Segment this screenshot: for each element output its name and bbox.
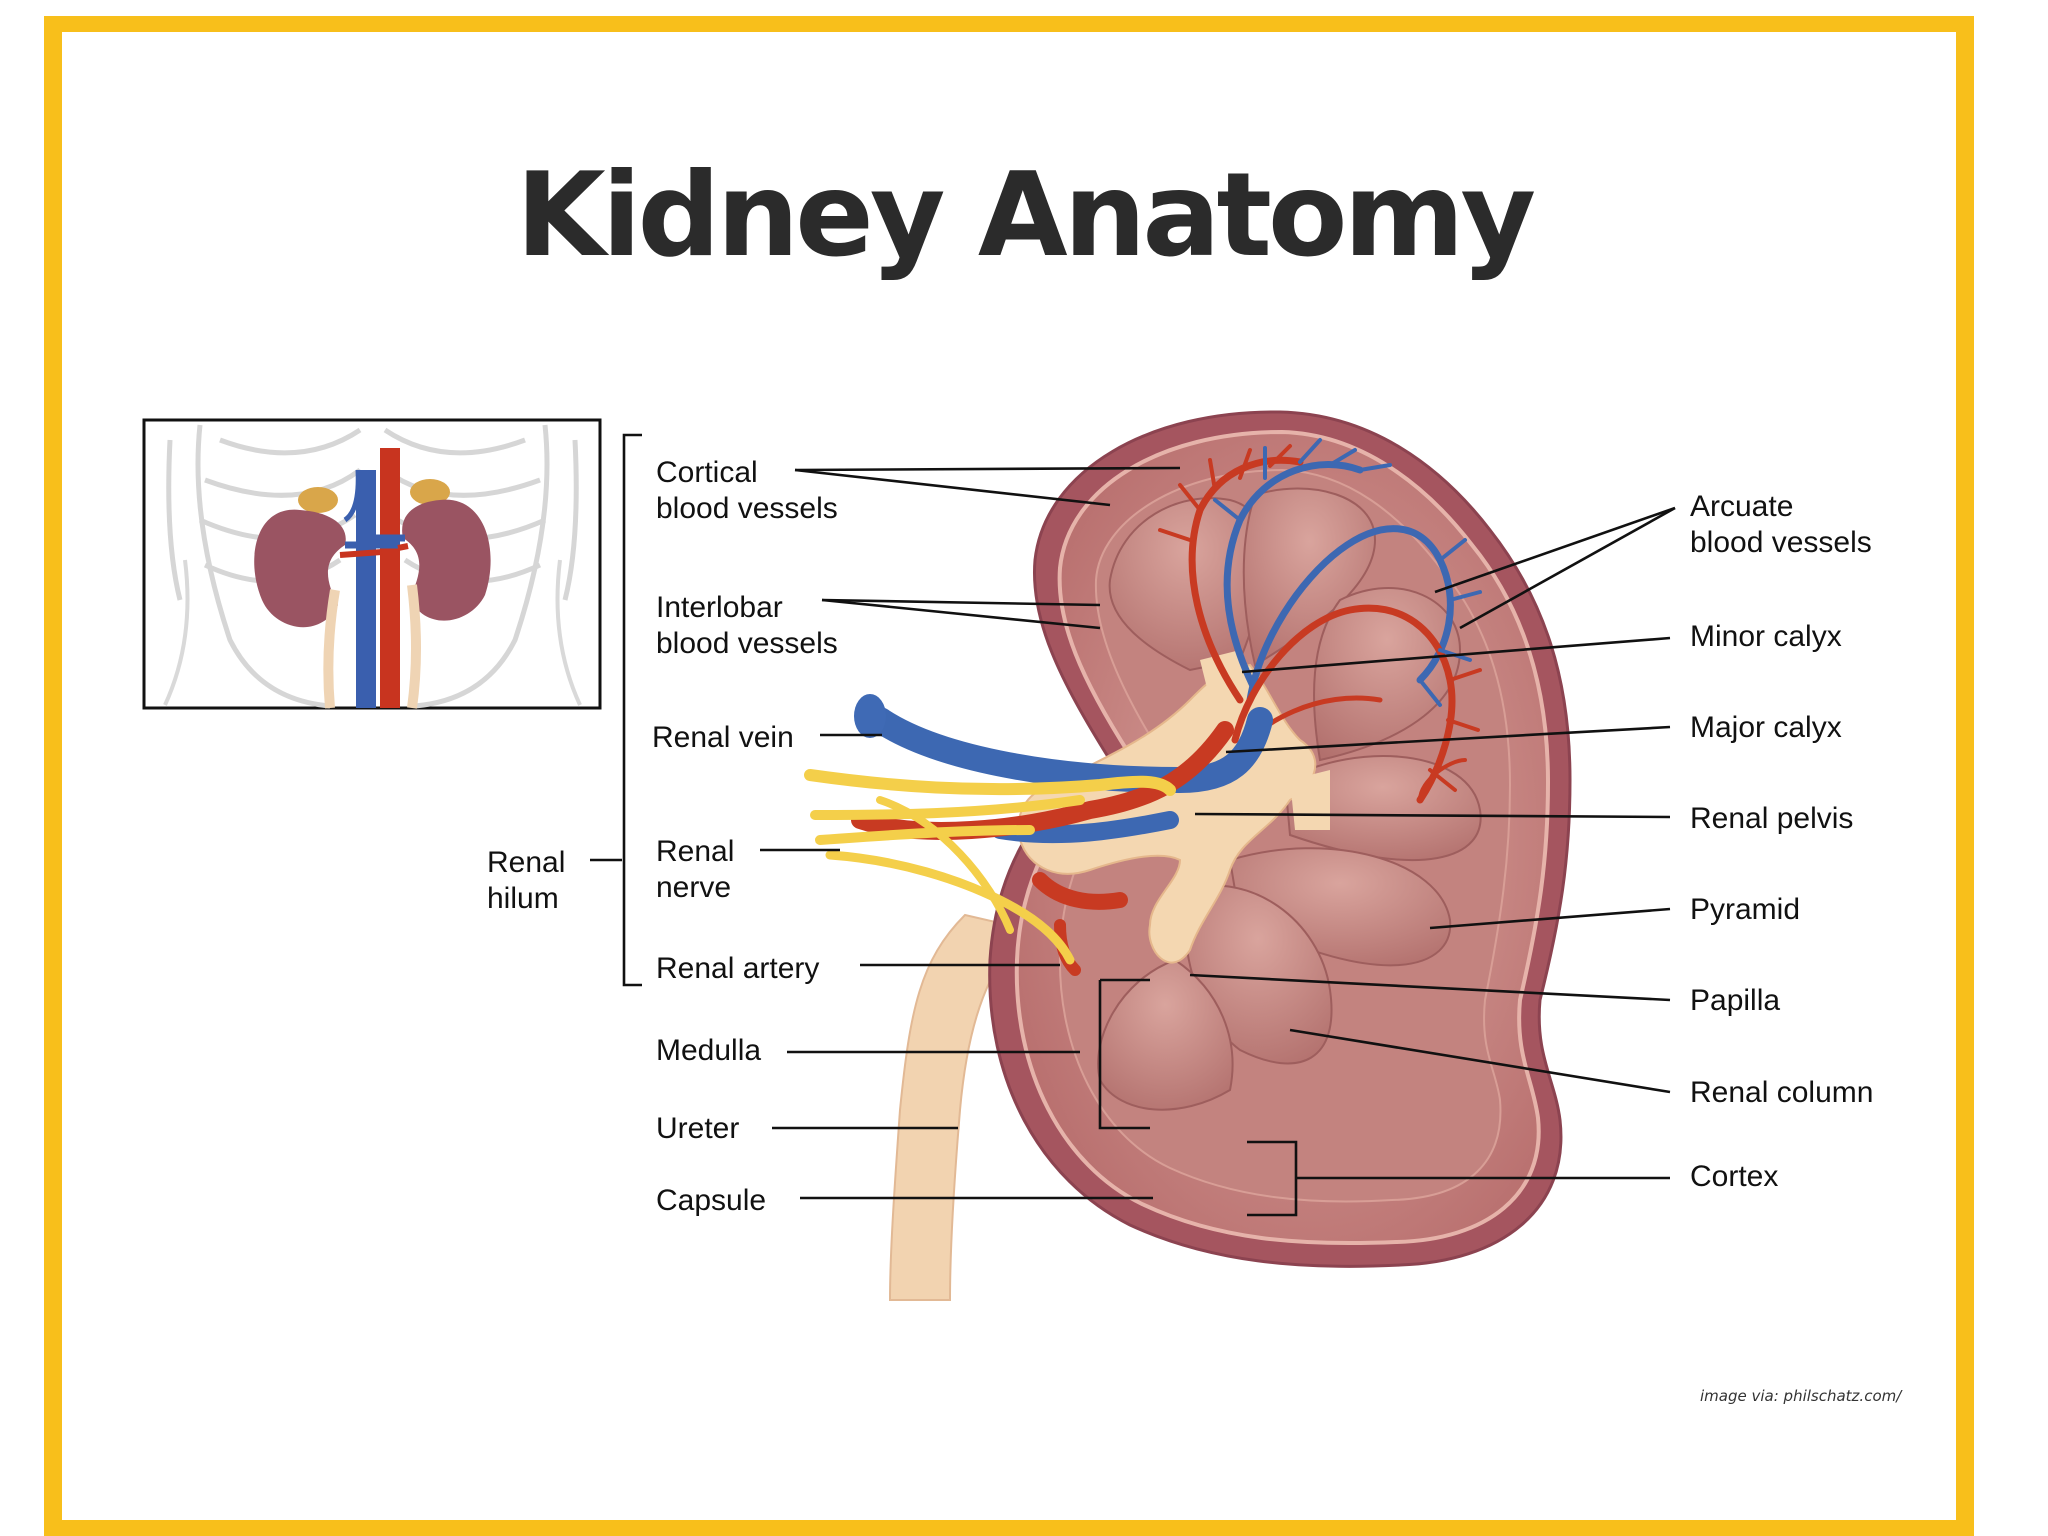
body-outline xyxy=(163,559,582,706)
renal-vein-opening xyxy=(854,694,886,738)
page-title: Kidney Anatomy xyxy=(515,148,1536,283)
label-ureter: Ureter xyxy=(656,1112,739,1145)
label-cortical-1: Cortical xyxy=(656,456,758,489)
label-renal-hilum-2: hilum xyxy=(487,882,559,915)
inset-right-renal-artery xyxy=(397,543,409,551)
labels: Cortical blood vessels Interlobar blood … xyxy=(487,456,1873,1217)
right-adrenal-gland xyxy=(410,479,450,505)
label-interlobar-2: blood vessels xyxy=(656,627,838,660)
label-cortex: Cortex xyxy=(1690,1160,1778,1193)
left-adrenal-gland xyxy=(298,487,338,513)
inset-body-illustration xyxy=(142,418,602,710)
ureter-tube xyxy=(888,913,1033,1301)
kidney-cross-section xyxy=(804,410,1572,1301)
label-renal-hilum-1: Renal xyxy=(487,846,565,879)
renal-nerve-bundle xyxy=(804,769,1176,965)
inset-vena-cava xyxy=(356,470,376,708)
inset-left-renal-artery xyxy=(339,549,383,558)
label-renal-nerve-2: nerve xyxy=(656,871,731,904)
leader-lines xyxy=(590,433,1676,1217)
label-cortical-2: blood vessels xyxy=(656,492,838,525)
label-renal-column: Renal column xyxy=(1690,1076,1873,1109)
major-calyx-shape xyxy=(1290,770,1330,830)
inset-right-ureter xyxy=(407,584,421,709)
label-arcuate-1: Arcuate xyxy=(1690,490,1793,523)
inset-left-kidney xyxy=(254,509,346,628)
label-interlobar-1: Interlobar xyxy=(656,591,783,624)
image-credit: image via: philschatz.com/ xyxy=(1700,1387,1902,1405)
label-arcuate-2: blood vessels xyxy=(1690,526,1872,559)
label-pyramid: Pyramid xyxy=(1690,893,1800,926)
label-renal-nerve-1: Renal xyxy=(656,835,734,868)
label-capsule: Capsule xyxy=(656,1184,766,1217)
label-medulla: Medulla xyxy=(656,1034,761,1067)
frame-bottom-bar xyxy=(44,1520,1974,1536)
inset-left-ureter xyxy=(323,589,340,709)
label-papilla: Papilla xyxy=(1690,984,1780,1017)
label-major-calyx: Major calyx xyxy=(1690,711,1842,744)
inset-right-kidney xyxy=(402,499,491,621)
label-minor-calyx: Minor calyx xyxy=(1690,620,1842,653)
pyramid-7 xyxy=(1097,958,1234,1111)
label-renal-vein: Renal vein xyxy=(652,721,794,754)
label-renal-pelvis: Renal pelvis xyxy=(1690,802,1853,835)
label-renal-artery: Renal artery xyxy=(656,952,819,985)
inset-aorta xyxy=(380,448,400,708)
